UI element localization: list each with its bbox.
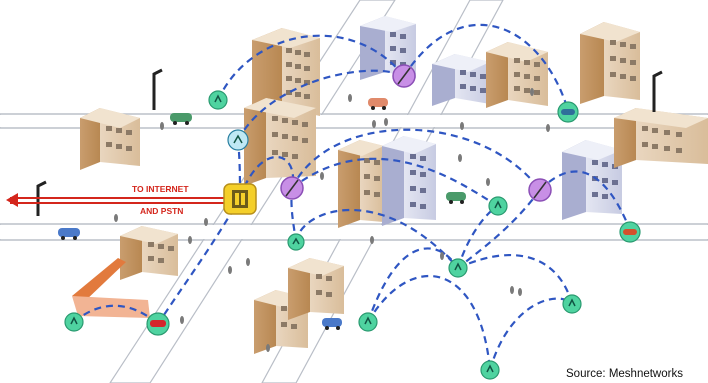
towers [36, 68, 663, 216]
person-icon [518, 288, 522, 296]
person-icon [372, 120, 376, 128]
mobile-node-icon [557, 101, 579, 123]
link [291, 128, 541, 191]
building-icon [80, 108, 140, 170]
person-icon [188, 236, 192, 244]
router-node-icon [280, 176, 304, 200]
building-icon [360, 16, 416, 80]
link [157, 197, 241, 325]
link [237, 69, 405, 141]
person-icon [204, 218, 208, 226]
car-icon [322, 318, 342, 330]
antenna-tower-icon [36, 180, 47, 216]
ramp [72, 258, 126, 302]
building-icon [252, 28, 320, 118]
person-icon [246, 258, 250, 266]
mobile-node-icon [208, 90, 228, 110]
mobile-node-icon [146, 312, 170, 336]
link [217, 34, 405, 101]
platform [72, 296, 150, 318]
building-icon [486, 42, 548, 108]
car-icon [446, 192, 466, 204]
person-icon [180, 316, 184, 324]
mobile-node-icon [562, 294, 582, 314]
arrow-left-icon [6, 193, 18, 207]
building-icon [120, 226, 178, 280]
link [539, 170, 632, 231]
person-icon [510, 286, 514, 294]
antenna-tower-icon [152, 68, 163, 110]
mobile-node-icon [448, 258, 468, 278]
mobile-node-icon [358, 312, 378, 332]
link [294, 208, 459, 269]
router-node-icon [392, 64, 416, 88]
cars [58, 98, 466, 330]
building-icon [288, 258, 344, 320]
uplink-label-line2: AND PSTN [140, 206, 183, 216]
mobile-node-icon [227, 129, 249, 151]
building-icon [580, 22, 640, 104]
mesh-nodes [64, 64, 641, 380]
mobile-node-icon [64, 312, 84, 332]
car-icon [58, 228, 80, 240]
source-caption: Source: Meshnetworks [566, 368, 683, 380]
person-icon [530, 88, 534, 96]
link [488, 297, 573, 371]
person-icon [384, 118, 388, 126]
mobile-node-icon [619, 221, 641, 243]
router-node-icon [528, 178, 552, 202]
person-icon [320, 172, 324, 180]
link [456, 205, 499, 269]
link [291, 157, 499, 207]
internet-uplink: TO INTERNET AND PSTN [6, 184, 230, 216]
person-icon [114, 214, 118, 222]
person-icon [370, 236, 374, 244]
buildings [72, 16, 708, 354]
person-icon [546, 124, 550, 132]
person-icon [266, 344, 270, 352]
person-icon [440, 252, 444, 260]
car-icon [170, 113, 192, 125]
antenna-tower-icon [652, 70, 663, 112]
mobile-node-icon [287, 233, 305, 251]
person-icon [458, 154, 462, 162]
uplink-label-line1: TO INTERNET [132, 184, 189, 194]
building-icon [382, 136, 436, 226]
mobile-node-icon [480, 360, 500, 380]
person-icon [348, 94, 352, 102]
link [457, 189, 541, 269]
link [457, 253, 574, 305]
person-icon [160, 122, 164, 130]
building-icon [614, 108, 708, 168]
building-icon [244, 98, 316, 186]
building-icon [338, 140, 384, 228]
person-icon [486, 178, 490, 186]
link [366, 247, 459, 323]
person-icon [228, 266, 232, 274]
building-icon [562, 140, 622, 220]
link [403, 23, 570, 111]
car-icon [368, 98, 388, 110]
building-icon [432, 54, 490, 106]
person-icon [460, 122, 464, 130]
link [367, 274, 492, 371]
gateway-icon [223, 183, 257, 215]
pedestrians [114, 88, 550, 352]
mobile-node-icon [488, 196, 508, 216]
